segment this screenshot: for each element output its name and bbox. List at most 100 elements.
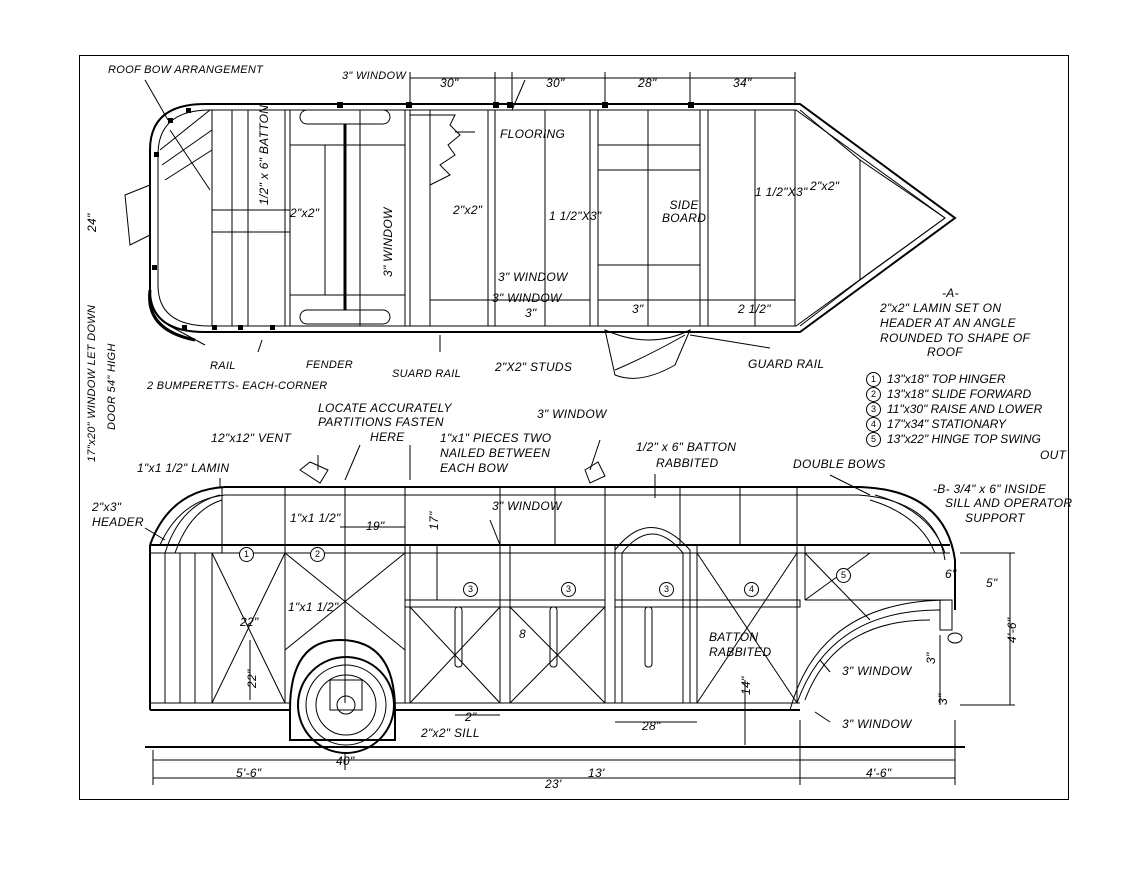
- top-2x2-c: 2"x2": [810, 179, 840, 193]
- window-let-down-label: 17"x20" WINDOW LET DOWN: [86, 304, 98, 462]
- window-num-3b: 3: [561, 582, 576, 597]
- legend-text-2: 13"x18" SLIDE FORWARD: [887, 387, 1032, 401]
- door-height-label: DOOR 54" HIGH: [106, 343, 118, 430]
- side-dim-4-6: 4'-6": [866, 766, 892, 780]
- side-dim-22b: 22": [245, 669, 259, 688]
- side-window-mid: 3" WINDOW: [492, 499, 562, 513]
- top-1-5x3-a: 1 1/2"X3": [549, 209, 602, 223]
- legend-num-5: 5: [866, 432, 881, 448]
- side-dim-40: 40": [336, 754, 355, 768]
- legend-num-1: 1: [866, 372, 881, 388]
- legend-row-4: 4 17"x34" STATIONARY: [866, 417, 1006, 433]
- side-window-right-2: 3" WINDOW: [842, 717, 912, 731]
- side-dim-5-6: 5'-6": [236, 766, 262, 780]
- dim-top-3: 28": [638, 76, 657, 90]
- legend-num-4: 4: [866, 417, 881, 433]
- dim-top-2: 30": [546, 76, 565, 90]
- lamin-label: 1"x1 1/2" LAMIN: [137, 461, 230, 475]
- batton-rabbited-1: 1/2" x 6" BATTON: [636, 440, 737, 454]
- note-b-line-2: SILL AND OPERATOR: [945, 496, 1073, 510]
- legend-num-2: 2: [866, 387, 881, 403]
- window-num-3a: 3: [463, 582, 478, 597]
- batton-rabbited-3: BATTON: [709, 630, 759, 644]
- top-dim-3b: 3": [632, 302, 644, 316]
- side-window-right-1: 3" WINDOW: [842, 664, 912, 678]
- side-dim-3c: 3": [924, 652, 938, 664]
- window-num-3c: 3: [659, 582, 674, 597]
- note-a-line-4: ROOF: [927, 345, 963, 359]
- legend-text-1: 13"x18" TOP HINGER: [887, 372, 1006, 386]
- batton-rabbited-4: RABBITED: [709, 645, 772, 659]
- sill-label: 2"x2" SILL: [421, 726, 480, 740]
- side-dim-19: 19": [366, 519, 385, 533]
- note-b-line-1: -B- 3/4" x 6" INSIDE: [933, 482, 1047, 496]
- side-dim-22a: 22": [240, 615, 259, 629]
- top-2x2-a: 2"x2": [290, 206, 320, 220]
- legend-text-5: 13"x22" HINGE TOP SWING: [887, 432, 1041, 446]
- note-a-title: -A-: [942, 286, 959, 300]
- note-a-line-2: HEADER AT AN ANGLE: [880, 316, 1016, 330]
- rail-label: RAIL: [210, 360, 236, 372]
- side-dim-5: 5": [986, 576, 998, 590]
- window-num-5: 5: [836, 568, 851, 583]
- drawing-sheet-border: [79, 55, 1069, 800]
- locate-line-1: LOCATE ACCURATELY: [318, 401, 452, 415]
- double-bows-label: DOUBLE BOWS: [793, 457, 886, 471]
- legend-row-1: 1 13"x18" TOP HINGER: [866, 372, 1006, 388]
- window-num-1: 1: [239, 547, 254, 562]
- guard-rail-label: GUARD RAIL: [748, 357, 825, 371]
- top-1-5x3-b: 1 1/2"X3": [755, 185, 808, 199]
- top-window-mid-1: 3" WINDOW: [498, 270, 568, 284]
- bumperetts-label: 2 BUMPERETTS- EACH-CORNER: [147, 380, 328, 392]
- legend-text-3: 11"x30" RAISE AND LOWER: [887, 402, 1043, 416]
- studs-label: 2"X2" STUDS: [495, 360, 573, 374]
- batton-rabbited-2: RABBITED: [656, 456, 719, 470]
- top-window-mid-2: 3" WINDOW: [492, 291, 562, 305]
- side-dim-4-6-vert: 4'-6": [1005, 617, 1019, 643]
- suard-rail-label: SUARD RAIL: [392, 368, 462, 380]
- note-a-line-1: 2"x2" LAMIN SET ON: [880, 301, 1002, 315]
- top-window-label: 3" WINDOW: [342, 70, 407, 82]
- top-dim-3a: 3": [525, 306, 537, 320]
- pieces-line-2: NAILED BETWEEN: [440, 446, 551, 460]
- legend-out: OUT: [1040, 448, 1067, 462]
- window-num-4: 4: [744, 582, 759, 597]
- top-2x2-b: 2"x2": [453, 203, 483, 217]
- window-num-2: 2: [310, 547, 325, 562]
- side-dim-17: 17": [427, 511, 441, 530]
- side-dim-2: 2": [465, 710, 477, 724]
- top-view-frame: [124, 72, 957, 379]
- side-view-frame: [144, 439, 1015, 785]
- pieces-line-3: EACH BOW: [440, 461, 508, 475]
- top-dim-2half: 2 1/2": [738, 302, 771, 316]
- note-a-line-3: ROUNDED TO SHAPE OF: [880, 331, 1031, 345]
- side-dim-13: 13': [588, 766, 605, 780]
- top-window-vert: 3" WINDOW: [381, 207, 395, 277]
- roof-bow-label: ROOF BOW ARRANGEMENT: [108, 64, 264, 76]
- batton-label: 1/2" x 6" BATTON: [257, 104, 271, 205]
- note-b-line-3: SUPPORT: [965, 511, 1025, 525]
- legend-row-2: 2 13"x18" SLIDE FORWARD: [866, 387, 1032, 403]
- legend-row-5: 5 13"x22" HINGE TOP SWING: [866, 432, 1041, 448]
- side-dim-14: 14": [739, 676, 753, 695]
- pieces-line-1: 1"x1" PIECES TWO: [440, 431, 552, 445]
- header-line-1: 2"x3": [92, 500, 122, 514]
- side-dim-6: 6": [945, 567, 957, 581]
- side-dim-23: 23': [545, 777, 562, 791]
- fender-label: FENDER: [306, 359, 354, 371]
- dim-top-1: 30": [440, 76, 459, 90]
- header-line-2: HEADER: [92, 515, 144, 529]
- side-dim-28: 28": [642, 719, 661, 733]
- flooring-label: FLOORING: [500, 127, 566, 141]
- dim-top-4: 34": [733, 76, 752, 90]
- locate-line-3: HERE: [370, 430, 405, 444]
- legend-text-4: 17"x34" STATIONARY: [887, 417, 1006, 431]
- top-dim-24: 24": [85, 213, 99, 232]
- vent-label: 12"x12" VENT: [211, 431, 292, 445]
- side-dim-8: 8: [519, 627, 526, 641]
- side-1x1half-a: 1"x1 1/2": [290, 511, 341, 525]
- side-board-label: SIDE BOARD: [662, 198, 707, 225]
- locate-line-2: PARTITIONS FASTEN: [318, 415, 444, 429]
